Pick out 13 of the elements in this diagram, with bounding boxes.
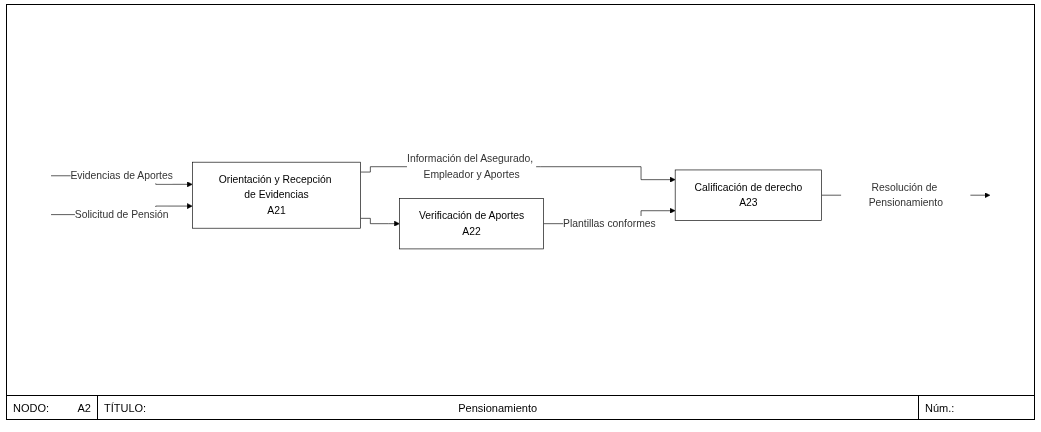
node-box: Calificación de derecho A23 — [674, 169, 822, 221]
footer-label: TÍTULO: — [103, 401, 148, 414]
edge-label: Resolución de Pensionamiento — [868, 181, 943, 209]
node-box: Verificación de Aportes A22 — [399, 198, 544, 250]
footer-label: Pensionamiento — [457, 401, 539, 414]
edge-label: Plantillas conformes — [563, 217, 656, 229]
edge-label: Evidencias de Aportes — [70, 169, 173, 181]
node-number: A2 — [76, 401, 92, 414]
edge-label: Solicitud de Pensión — [74, 208, 169, 220]
footer-label: Núm.: — [924, 401, 956, 414]
edge-label: Información del Asegurado, Empleador y Aportes — [407, 153, 534, 180]
footer-label: NODO: — [12, 401, 51, 414]
node-box: Orientación y Recepción de Evidencias A21 — [192, 161, 361, 229]
